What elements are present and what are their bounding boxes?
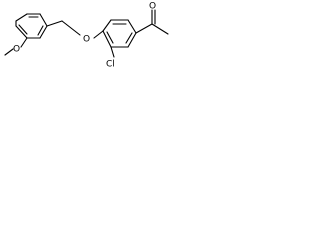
bonds bbox=[4, 9, 169, 58]
bond bbox=[39, 13, 48, 27]
bond bbox=[4, 48, 14, 56]
bond bbox=[127, 32, 137, 48]
bond bbox=[110, 46, 115, 58]
ether-oxygen-label: O bbox=[83, 35, 90, 45]
atom-labels: O O O Cl bbox=[13, 2, 156, 70]
chlorine-label: Cl bbox=[106, 60, 115, 70]
bond bbox=[15, 25, 28, 39]
bond bbox=[102, 19, 112, 32]
bond bbox=[46, 20, 63, 27]
bond bbox=[106, 31, 114, 44]
bond bbox=[39, 25, 48, 39]
bond bbox=[18, 24, 28, 35]
bond bbox=[37, 25, 44, 36]
bond bbox=[125, 32, 133, 44]
bond bbox=[151, 23, 169, 35]
bond bbox=[61, 20, 81, 36]
methoxy-oxygen-label: O bbox=[13, 45, 20, 55]
structure-diagram: O O O Cl bbox=[4, 2, 169, 70]
bond bbox=[20, 37, 28, 48]
bond bbox=[102, 30, 112, 48]
bond bbox=[135, 23, 153, 34]
bond bbox=[93, 30, 104, 39]
carbonyl-oxygen-label: O bbox=[149, 2, 156, 12]
bond bbox=[127, 19, 137, 34]
bond bbox=[15, 13, 28, 22]
